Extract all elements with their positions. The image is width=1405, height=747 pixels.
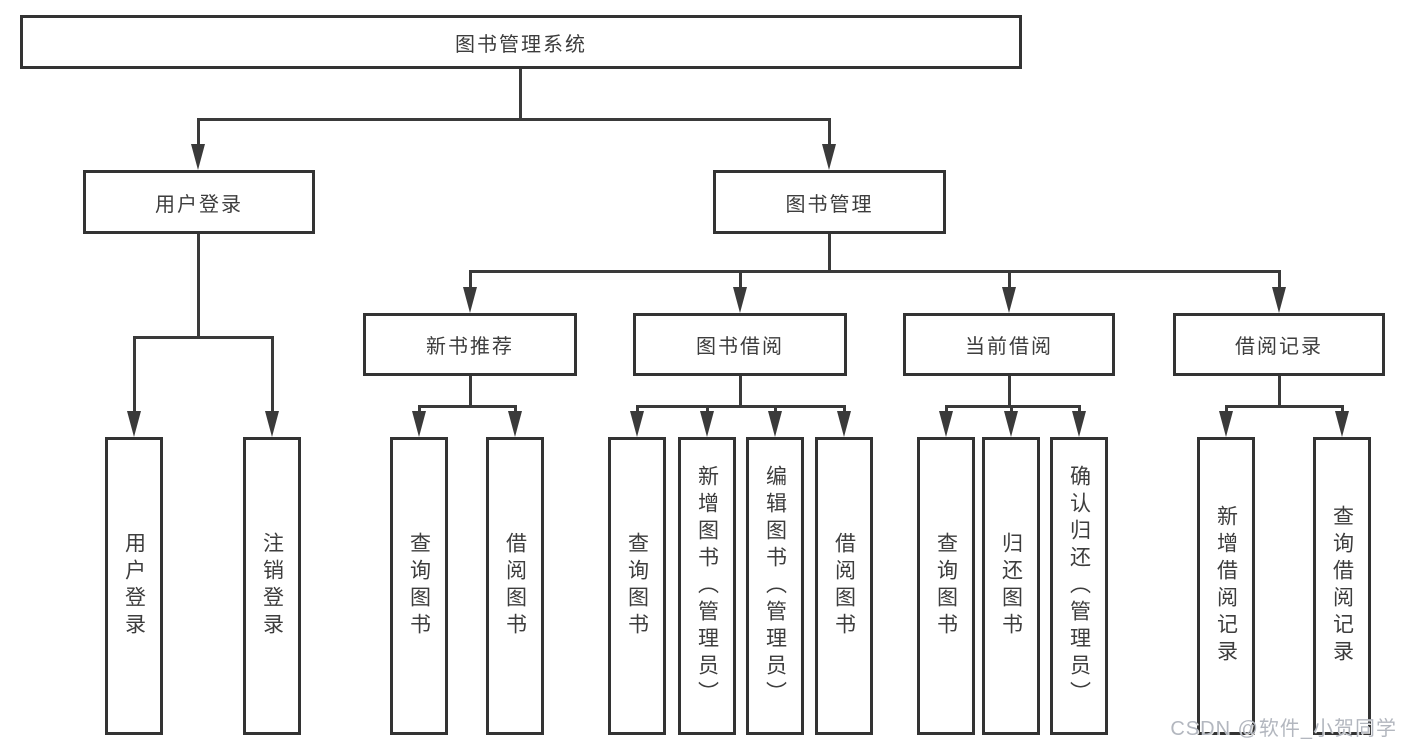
connector-line (133, 336, 274, 339)
node-label: 用户登录 (155, 193, 243, 216)
arrowhead-icon (1004, 411, 1018, 437)
connector-line (197, 118, 200, 146)
arrowhead-icon (1002, 287, 1016, 313)
connector-line (1078, 405, 1081, 413)
connector-line (514, 405, 517, 413)
node-label: 图书管理系统 (455, 33, 587, 56)
connector-line (706, 405, 709, 413)
node-book-borrowing: 图书借阅 (633, 313, 847, 376)
connector-line (945, 405, 1081, 408)
arrowhead-icon (1072, 411, 1086, 437)
connector-line (271, 336, 274, 413)
leaf-borrow-borrow-book: 借阅图书 (815, 437, 873, 735)
leaf-label: 查询图书 (407, 532, 431, 640)
node-label: 图书借阅 (696, 336, 784, 358)
leaf-newrec-query-book: 查询图书 (390, 437, 448, 735)
connector-line (1225, 405, 1228, 413)
leaf-label: 查询借阅记录 (1330, 505, 1354, 667)
leaf-label: 借阅图书 (503, 532, 527, 640)
arrowhead-icon (700, 411, 714, 437)
leaf-records-add: 新增借阅记录 (1197, 437, 1255, 735)
leaf-label: 新增图书（管理员） (695, 464, 719, 708)
connector-line (843, 405, 846, 413)
leaf-label: 查询图书 (625, 532, 649, 640)
leaf-records-query: 查询借阅记录 (1313, 437, 1371, 735)
leaf-label: 注销登录 (260, 532, 284, 640)
connector-line (739, 270, 742, 289)
connector-line (739, 376, 742, 405)
connector-line (1341, 405, 1344, 413)
arrowhead-icon (768, 411, 782, 437)
leaf-label: 编辑图书（管理员） (763, 464, 787, 708)
arrowhead-icon (191, 144, 205, 170)
leaf-label: 借阅图书 (832, 532, 856, 640)
node-user-login: 用户登录 (83, 170, 315, 234)
node-label: 新书推荐 (426, 336, 514, 358)
arrowhead-icon (508, 411, 522, 437)
leaf-logout: 注销登录 (243, 437, 301, 735)
arrowhead-icon (127, 411, 141, 437)
leaf-borrow-query-book: 查询图书 (608, 437, 666, 735)
leaf-current-query-book: 查询图书 (917, 437, 975, 735)
node-label: 借阅记录 (1235, 336, 1323, 358)
connector-line (1278, 270, 1281, 289)
connector-line (1010, 405, 1013, 413)
arrowhead-icon (463, 287, 477, 313)
connector-line (519, 68, 522, 118)
leaf-label: 新增借阅记录 (1214, 505, 1238, 667)
node-book-management: 图书管理 (713, 170, 946, 234)
connector-line (945, 405, 948, 413)
node-current-borrowing: 当前借阅 (903, 313, 1115, 376)
connector-line (774, 405, 777, 413)
node-label: 图书管理 (785, 193, 874, 216)
connector-line (418, 405, 517, 408)
connector-line (197, 118, 831, 121)
connector-line (1008, 270, 1011, 289)
connector-line (828, 118, 831, 146)
leaf-user-login: 用户登录 (105, 437, 163, 735)
connector-line (197, 233, 200, 336)
connector-line (1225, 405, 1344, 408)
connector-line (418, 405, 421, 413)
leaf-label: 归还图书 (999, 532, 1023, 640)
node-label: 当前借阅 (965, 336, 1053, 358)
arrowhead-icon (1335, 411, 1349, 437)
node-borrow-records: 借阅记录 (1173, 313, 1385, 376)
connector-line (469, 270, 472, 289)
leaf-label: 用户登录 (122, 532, 146, 640)
node-root: 图书管理系统 (20, 15, 1022, 69)
arrowhead-icon (939, 411, 953, 437)
arrowhead-icon (1272, 287, 1286, 313)
connector-line (828, 233, 831, 270)
leaf-borrow-edit-book-admin: 编辑图书（管理员） (746, 437, 804, 735)
arrowhead-icon (837, 411, 851, 437)
leaf-borrow-add-book-admin: 新增图书（管理员） (678, 437, 736, 735)
leaf-label: 确认归还（管理员） (1067, 464, 1091, 708)
connector-line (1278, 376, 1281, 405)
arrowhead-icon (733, 287, 747, 313)
arrowhead-icon (1219, 411, 1233, 437)
connector-line (636, 405, 639, 413)
watermark: CSDN @软件_小贺同学 (1170, 718, 1397, 740)
leaf-current-return-book: 归还图书 (982, 437, 1040, 735)
leaf-newrec-borrow-book: 借阅图书 (486, 437, 544, 735)
arrowhead-icon (822, 144, 836, 170)
leaf-label: 查询图书 (934, 532, 958, 640)
leaf-current-confirm-return-admin: 确认归还（管理员） (1050, 437, 1108, 735)
arrowhead-icon (412, 411, 426, 437)
arrowhead-icon (630, 411, 644, 437)
connector-line (469, 270, 1281, 273)
connector-line (469, 376, 472, 405)
connector-line (133, 336, 136, 413)
arrowhead-icon (265, 411, 279, 437)
connector-line (1008, 376, 1011, 405)
connector-line (636, 405, 846, 408)
node-new-book-recommend: 新书推荐 (363, 313, 577, 376)
